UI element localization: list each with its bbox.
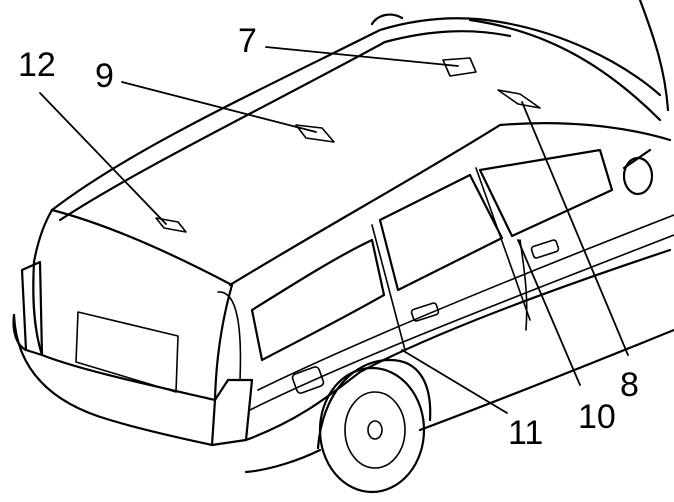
leader-8 (521, 101, 629, 356)
callout-labels: 7 8 9 10 11 12 (18, 22, 639, 452)
callout-11: 11 (508, 414, 543, 452)
callout-7: 7 (238, 22, 257, 60)
leader-9 (121, 81, 317, 133)
leader-10 (517, 239, 581, 386)
callout-12: 12 (18, 46, 56, 84)
callout-8: 8 (620, 366, 639, 404)
leader-11 (401, 349, 508, 414)
car-body-outline (12, 0, 674, 494)
callout-9: 9 (95, 57, 114, 95)
callout-10: 10 (578, 398, 616, 436)
leader-12 (39, 92, 167, 225)
leader-7 (265, 46, 459, 67)
leader-lines (39, 46, 629, 414)
